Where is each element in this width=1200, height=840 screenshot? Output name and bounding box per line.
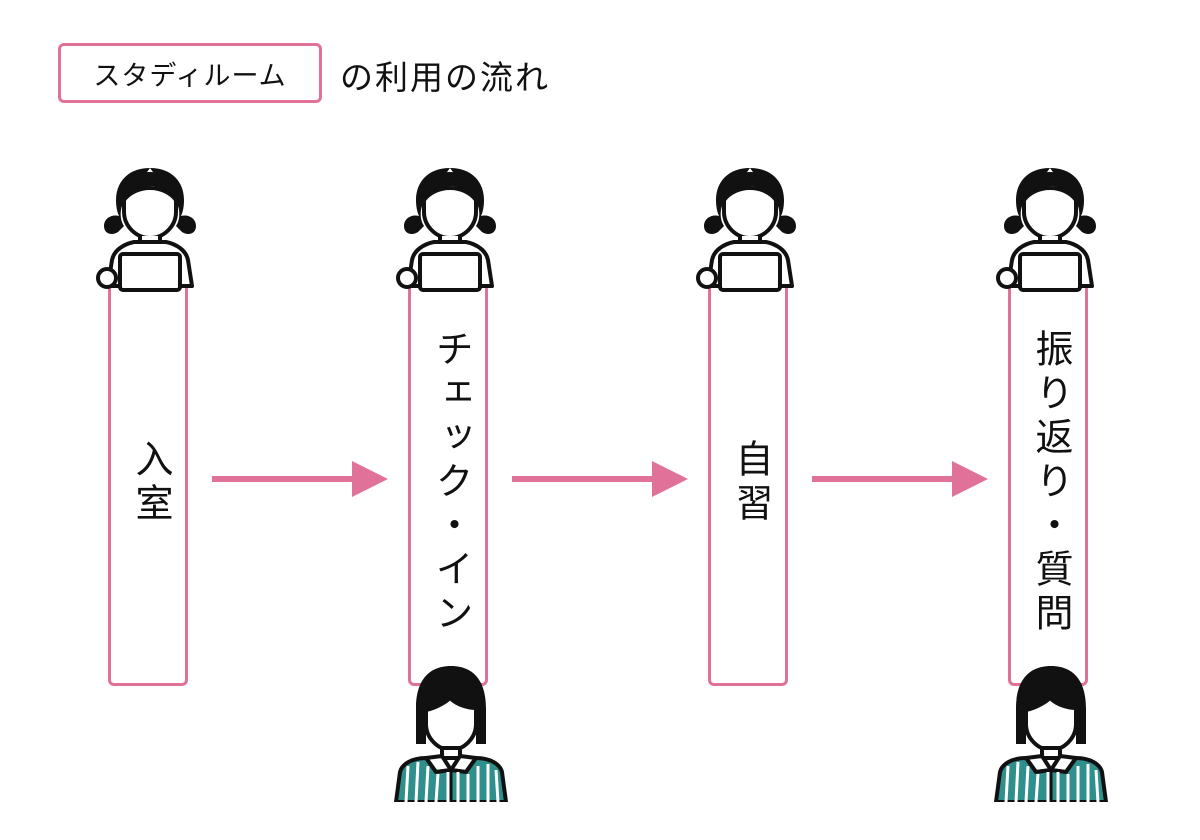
- step-label-2: チェック・イン: [429, 329, 473, 637]
- step-column-4: 振り返り・質問: [1008, 280, 1088, 686]
- student-laptop-icon: [690, 162, 810, 294]
- title-rest-text: の利用の流れ: [340, 58, 550, 97]
- step-label-3: 自習: [729, 439, 773, 527]
- student-laptop-icon: [390, 162, 510, 294]
- step-column-2: チェック・イン: [408, 280, 488, 686]
- arrow-right-icon: [512, 461, 688, 497]
- step-column-3: 自習: [708, 280, 788, 686]
- step-column-1: 入室: [108, 280, 188, 686]
- staff-person-icon: [386, 662, 516, 802]
- student-laptop-icon: [990, 162, 1110, 294]
- step-label-4: 振り返り・質問: [1029, 329, 1073, 637]
- student-laptop-icon: [90, 162, 210, 294]
- arrow-right-icon: [812, 461, 988, 497]
- step-label-1: 入室: [129, 439, 173, 527]
- title-box: スタディルーム: [58, 43, 322, 103]
- arrow-right-icon: [212, 461, 388, 497]
- staff-person-icon: [986, 662, 1116, 802]
- title-boxed-text: スタディルーム: [93, 60, 287, 92]
